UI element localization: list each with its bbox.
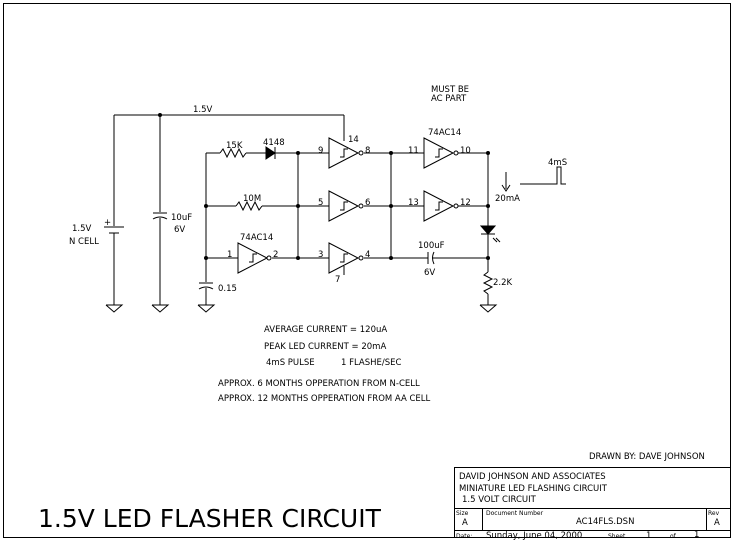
- rev-label: Rev: [708, 510, 720, 517]
- title-block-company: DAVID JOHNSON AND ASSOCIATES: [459, 472, 606, 482]
- doc-value: AC14FLS.DSN: [576, 517, 634, 527]
- note-flash-rate: 1 FLASHE/SEC: [341, 358, 402, 368]
- cap-10uf-label: 10uF: [171, 213, 192, 223]
- note-n-cell: APPROX. 6 MONTHS OPPERATION FROM N-CELL: [218, 379, 420, 389]
- pin-10: 10: [460, 146, 471, 156]
- sheet-value: 1: [646, 531, 651, 541]
- ic-left-label: 74AC14: [240, 233, 273, 243]
- pin-2: 2: [273, 250, 278, 260]
- inverter-u1: [237, 242, 272, 274]
- ic-right-label: 74AC14: [428, 128, 461, 138]
- cap-10uf-voltage: 6V: [174, 225, 185, 235]
- pin-4: 4: [365, 250, 370, 260]
- resistor-15k-label: 15K: [226, 141, 243, 151]
- led-current-label: 20mA: [495, 194, 520, 204]
- resistor-10m-label: 10M: [243, 194, 261, 204]
- drawn-by: DRAWN BY: DAVE JOHNSON: [589, 452, 705, 462]
- of-value: 1: [694, 530, 699, 540]
- note-aa-cell: APPROX. 12 MONTHS OPPERATION FROM AA CEL…: [218, 394, 431, 404]
- pin-3: 3: [318, 250, 323, 260]
- battery-voltage: 1.5V: [72, 224, 92, 234]
- pin-1: 1: [227, 250, 232, 260]
- inverter-u6: [423, 190, 459, 222]
- date-label: Date:: [456, 533, 472, 540]
- page-title: 1.5V LED FLASHER CIRCUIT: [38, 504, 382, 533]
- pin-9: 9: [318, 146, 323, 156]
- doc-label: Document Number: [486, 510, 544, 517]
- note-pulse: 4mS PULSE: [266, 358, 315, 368]
- pin-6: 6: [365, 198, 370, 208]
- pulse-width-label: 4mS: [548, 158, 567, 168]
- cap-015-label: 0.15: [218, 284, 237, 294]
- size-label: Size: [456, 510, 469, 517]
- must-be-label-1: MUST BE: [431, 85, 469, 95]
- pin-12: 12: [460, 198, 471, 208]
- sheet-border: [3, 3, 731, 538]
- battery-type: N CELL: [69, 237, 99, 247]
- inverter-u2: [328, 137, 364, 169]
- note-peak-current: PEAK LED CURRENT = 20mA: [264, 342, 386, 352]
- cap-100uf-voltage: 6V: [424, 268, 435, 278]
- sheet-label: Sheet: [608, 533, 626, 540]
- battery-plus: +: [104, 218, 111, 228]
- must-be-label-2: AC PART: [431, 94, 467, 104]
- diode-label: 4148: [263, 138, 285, 148]
- size-value: A: [462, 518, 468, 528]
- pin-13: 13: [408, 198, 419, 208]
- note-average-current: AVERAGE CURRENT = 120uA: [264, 325, 387, 335]
- pin-8: 8: [365, 146, 370, 156]
- supply-label: 1.5V: [193, 105, 213, 115]
- title-block: [454, 467, 731, 538]
- date-value: Sunday, June 04, 2000: [486, 531, 582, 541]
- pin-14: 14: [348, 135, 359, 145]
- of-label: of: [670, 533, 677, 540]
- inverter-gates: [237, 137, 459, 274]
- cap-100uf-label: 100uF: [418, 241, 445, 251]
- rev-value: A: [714, 518, 720, 528]
- inverter-u4: [328, 242, 364, 274]
- inverter-u5: [423, 137, 459, 169]
- pin-7: 7: [335, 275, 340, 285]
- pin-5: 5: [318, 198, 323, 208]
- junction-dots: [158, 113, 490, 260]
- resistor-22k-label: 2.2K: [493, 278, 513, 288]
- inverter-u3: [328, 190, 364, 222]
- title-block-line3: 1.5 VOLT CIRCUIT: [462, 495, 537, 505]
- pin-11: 11: [408, 146, 419, 156]
- title-block-line2: MINIATURE LED FLASHING CIRCUIT: [459, 484, 608, 494]
